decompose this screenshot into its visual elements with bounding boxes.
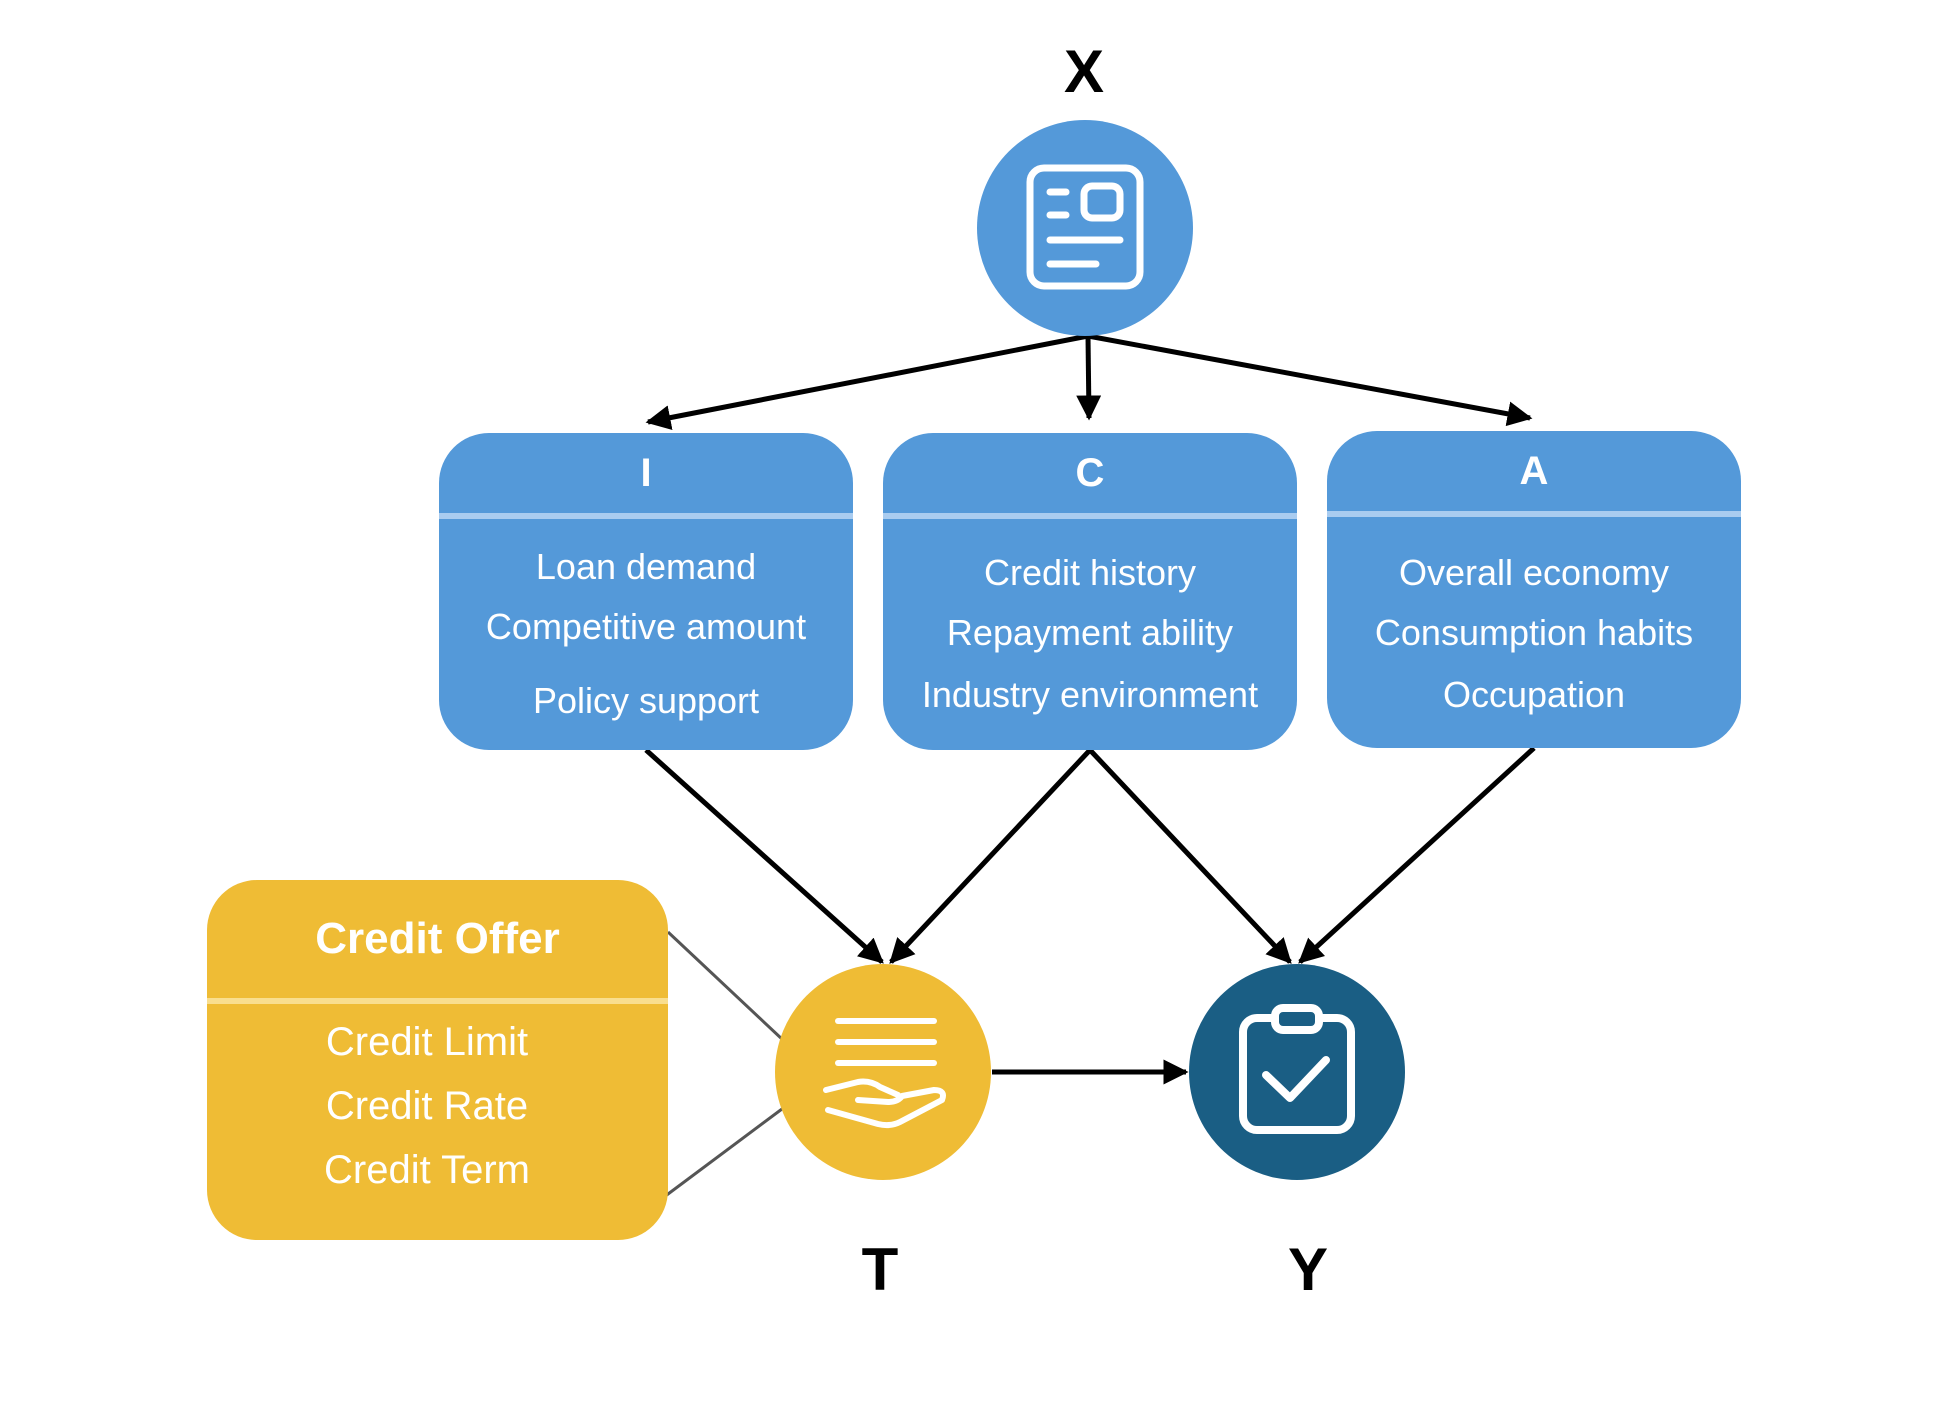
x-node-circle	[977, 120, 1193, 336]
y-node-label: Y	[1287, 1236, 1329, 1303]
credit-offer-box: Credit Offer Credit Limit Credit Rate Cr…	[207, 880, 668, 1240]
box-c: C Credit history Repayment ability Indus…	[883, 433, 1297, 750]
box-i-item: Competitive amount	[485, 606, 807, 647]
box-i-divider	[439, 513, 853, 519]
arrow-x-to-i	[645, 333, 1089, 430]
t-node-circle	[775, 964, 991, 1180]
document-card-icon	[1026, 164, 1144, 290]
credit-offer-item: Credit Rate	[325, 1084, 529, 1128]
arrow-i-to-t	[644, 748, 884, 964]
box-a-item: Overall economy	[1398, 552, 1670, 593]
box-c-item: Repayment ability	[946, 612, 1234, 653]
box-i-item: Loan demand	[535, 546, 757, 587]
box-c-item: Industry environment	[921, 674, 1259, 715]
box-i-item: Policy support	[532, 680, 760, 721]
credit-offer-item: Credit Term	[324, 1148, 530, 1192]
box-a: A Overall economy Consumption habits Occ…	[1327, 431, 1741, 748]
arrow-x-to-a	[1087, 333, 1533, 427]
box-c-title: C	[1075, 451, 1105, 495]
box-a-divider	[1327, 511, 1741, 517]
arrow-x-to-c	[1076, 335, 1102, 421]
box-i: I Loan demand Competitive amount Policy …	[439, 433, 853, 750]
clipboard-check-icon	[1239, 1004, 1355, 1134]
box-a-item: Occupation	[1442, 674, 1626, 715]
box-c-item: Credit history	[983, 552, 1197, 593]
arrow-c-to-y	[1088, 748, 1292, 964]
box-a-item: Consumption habits	[1374, 612, 1694, 653]
x-node-label: X	[1063, 38, 1105, 105]
box-c-divider	[883, 513, 1297, 519]
credit-offer-item: Credit Limit	[325, 1020, 529, 1064]
arrow-a-to-y	[1298, 746, 1536, 964]
t-node-label: T	[861, 1236, 899, 1303]
box-a-title: A	[1519, 449, 1549, 493]
box-i-title: I	[640, 451, 652, 495]
y-node-circle	[1189, 964, 1405, 1180]
offer-connector-bottom	[659, 1104, 787, 1202]
offer-connector-top	[666, 930, 785, 1042]
arrow-c-to-t	[889, 748, 1092, 964]
hand-offer-icon	[823, 1018, 946, 1129]
credit-offer-title: Credit Offer	[315, 914, 560, 963]
credit-offer-divider	[207, 998, 668, 1004]
